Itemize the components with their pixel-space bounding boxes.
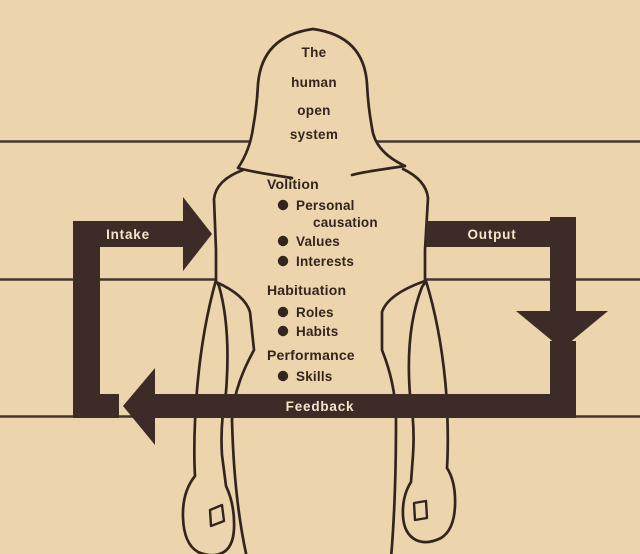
list-item: Values: [296, 234, 340, 249]
section-title-volition: Volition: [267, 176, 319, 192]
output-arrowhead: [516, 311, 608, 349]
bullet-icon: [277, 306, 289, 318]
section-title-habituation: Habituation: [267, 282, 346, 298]
list-item: Skills: [296, 369, 332, 384]
list-item: Roles: [296, 305, 334, 320]
head-caption-line-4: system: [290, 127, 338, 142]
bullet-icon: [277, 255, 289, 267]
bullet-icon: [277, 325, 289, 337]
head-caption-line-2: human: [291, 75, 337, 90]
bullet-icon: [277, 370, 289, 382]
head-outline: [236, 27, 407, 180]
list-item: causation: [313, 215, 378, 230]
intake-label: Intake: [106, 227, 150, 242]
subsystem-lists: Volition Personal causation Values Inter…: [267, 176, 378, 384]
left-shoulder-side-line: [212, 168, 245, 284]
list-item: Personal: [296, 198, 355, 213]
head-caption: The human open system: [290, 45, 338, 142]
list-item: Habits: [296, 324, 338, 339]
list-item: Interests: [296, 254, 354, 269]
feedback-arrowhead: [123, 368, 155, 445]
feedback-label: Feedback: [286, 399, 355, 414]
bullet-icon: [277, 235, 289, 247]
system-loop-arrows: Intake Output Feedback: [73, 197, 608, 445]
feedback-bar: [150, 394, 576, 418]
intake-arrowhead: [183, 197, 212, 271]
output-vertical-bar: [550, 217, 576, 311]
torso-fill: [214, 169, 428, 554]
bullet-icon: [277, 199, 289, 211]
output-label: Output: [467, 227, 516, 242]
section-title-performance: Performance: [267, 347, 355, 363]
head-caption-line-1: The: [302, 45, 327, 60]
right-knuckle-mark: [412, 499, 429, 522]
left-knuckle-mark: [208, 503, 226, 528]
human-figure: [181, 27, 457, 554]
head-caption-line-3: open: [297, 103, 330, 118]
intake-bar: [73, 221, 184, 418]
